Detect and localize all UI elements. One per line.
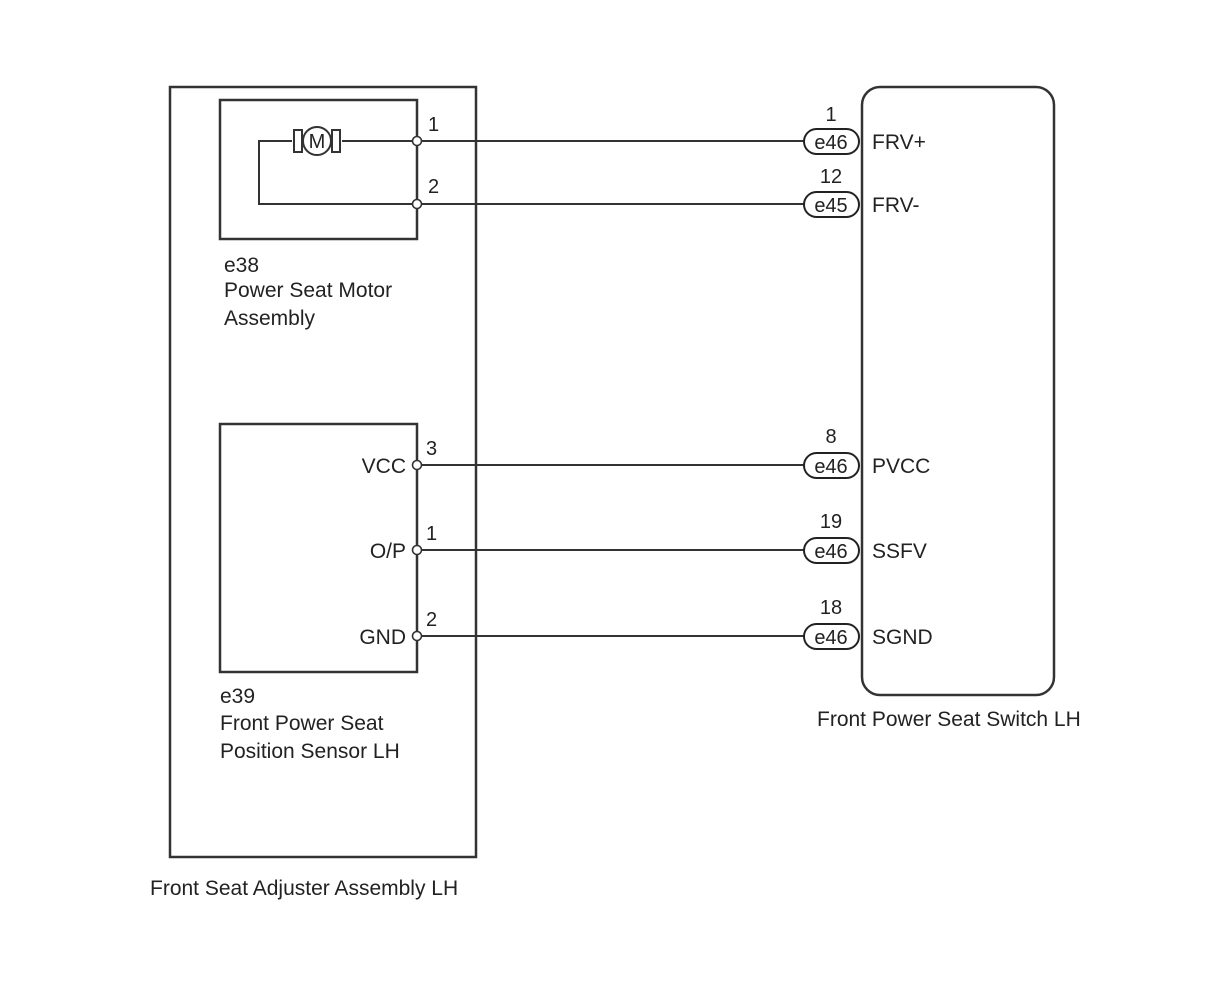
connector-code: e46 xyxy=(814,541,847,563)
wire-frv-plus: 1 e46 1 FRV+ xyxy=(411,104,926,155)
motor-name-line1: Power Seat Motor xyxy=(224,279,392,302)
connector-pill xyxy=(803,537,860,564)
to-pin-label: FRV- xyxy=(872,194,919,217)
connector-code: e46 xyxy=(814,456,847,478)
to-pin-number: 19 xyxy=(820,511,842,533)
to-pin-label: FRV+ xyxy=(872,131,926,154)
switch-label: Front Power Seat Switch LH xyxy=(817,708,1081,731)
to-pin-label: SSFV xyxy=(872,540,927,563)
sensor-pin-label-op: O/P xyxy=(370,540,406,563)
wire-frv-minus: 2 e45 12 FRV- xyxy=(411,166,919,218)
terminal xyxy=(411,459,423,471)
wire-ssfv: 1 e46 19 SSFV xyxy=(411,511,927,564)
motor-symbol-label: M xyxy=(309,131,326,153)
sensor-name-line1: Front Power Seat xyxy=(220,712,384,735)
sensor-pin-label-gnd: GND xyxy=(359,626,406,649)
connector-code: e46 xyxy=(814,132,847,154)
wire-sgnd: 2 e46 18 SGND xyxy=(411,597,933,650)
sensor-name-line2: Position Sensor LH xyxy=(220,740,400,763)
from-pin-number: 1 xyxy=(426,523,437,545)
from-pin-number: 2 xyxy=(428,176,439,198)
terminal xyxy=(411,544,423,556)
sensor-pin-label-vcc: VCC xyxy=(362,455,406,478)
terminal xyxy=(411,198,423,210)
terminal xyxy=(411,135,423,147)
motor-box xyxy=(218,98,419,241)
terminal xyxy=(411,630,423,642)
adjuster-assembly-box xyxy=(168,85,478,859)
from-pin-number: 3 xyxy=(426,438,437,460)
from-pin-number: 1 xyxy=(428,114,439,136)
connector-code: e46 xyxy=(814,627,847,649)
motor-icon: M xyxy=(293,126,341,156)
to-pin-number: 12 xyxy=(820,166,842,188)
to-pin-number: 18 xyxy=(820,597,842,619)
connector-pill xyxy=(803,623,860,650)
to-pin-label: PVCC xyxy=(872,455,930,478)
motor-name-line2: Assembly xyxy=(224,307,316,330)
switch-box xyxy=(860,85,1056,697)
connector-pill xyxy=(803,128,860,155)
to-pin-label: SGND xyxy=(872,626,933,649)
wire-pvcc: 3 e46 8 PVCC xyxy=(411,426,930,479)
motor-code: e38 xyxy=(224,254,259,277)
connector-pill xyxy=(803,452,860,479)
sensor-code: e39 xyxy=(220,685,255,708)
from-pin-number: 2 xyxy=(426,609,437,631)
motor-wire-loop xyxy=(258,140,417,205)
adjuster-assembly-label: Front Seat Adjuster Assembly LH xyxy=(150,877,458,900)
connector-pill xyxy=(803,191,860,218)
to-pin-number: 1 xyxy=(825,104,836,126)
to-pin-number: 8 xyxy=(825,426,836,448)
connector-code: e45 xyxy=(814,195,847,217)
